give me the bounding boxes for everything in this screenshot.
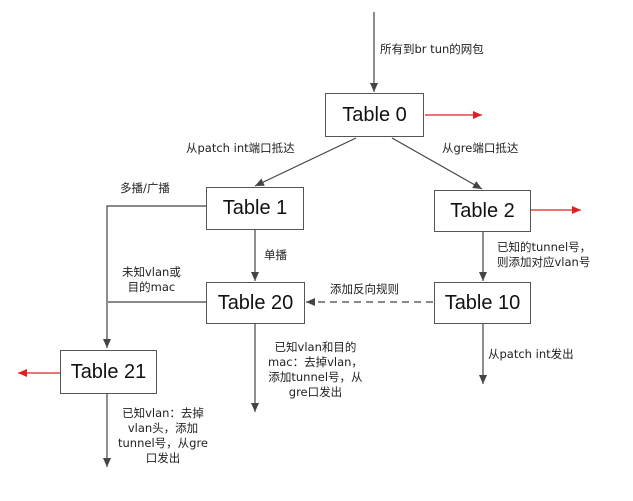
t0-to-t1-arrow: [254, 137, 357, 187]
table-2-box: Table 2: [434, 190, 531, 232]
known-vlan-line-3: tunnel号，从gre: [118, 436, 208, 450]
unknown-vlan-mac-line-1: 未知vlan或: [122, 265, 181, 279]
unknown-vlan-mac-label: 未知vlan或 目的mac: [122, 265, 181, 295]
table-0-label: Table 0: [342, 103, 407, 126]
table-1-label: Table 1: [222, 197, 288, 219]
known-tunnel-label: 已知的tunnel号， 则添加对应vlan号: [497, 240, 591, 270]
known-vlan-line-4: 口发出: [145, 451, 181, 465]
known-vlan-line-1: 已知vlan：去掉: [122, 406, 204, 420]
known-vlan-mac-line-1: 已知vlan和目的: [274, 340, 357, 354]
t1-to-t21-arrow: [103, 205, 206, 348]
unknown-vlan-mac-line-2: 目的mac: [127, 280, 176, 294]
known-tunnel-line-1: 已知的tunnel号，: [497, 240, 592, 254]
multicast-label: 多播/广播: [120, 181, 170, 195]
known-vlan-label: 已知vlan：去掉 vlan头，添加 tunnel号，从gre 口发出: [118, 406, 208, 466]
known-vlan-mac-line-4: gre口发出: [288, 385, 343, 399]
table-20-box: Table 20: [206, 282, 305, 324]
entry-label: 所有到br tun的网包: [380, 42, 484, 56]
known-tunnel-line-2: 则添加对应vlan号: [497, 255, 591, 269]
table-21-box: Table 21: [60, 350, 157, 394]
table-2-label: Table 2: [450, 199, 515, 222]
table-10-label: Table 10: [444, 291, 521, 314]
table-21-label: Table 21: [70, 360, 147, 383]
known-vlan-mac-line-3: 添加tunnel号，从: [268, 370, 363, 384]
unicast-label: 单播: [264, 248, 287, 262]
from-gre-label: 从gre端口抵达: [442, 141, 519, 155]
table-10-box: Table 10: [434, 282, 531, 324]
add-reverse-rule-label: 添加反向规则: [330, 282, 399, 296]
known-vlan-mac-line-2: mac：去掉vlan，: [268, 355, 363, 369]
from-patch-label: 从patch int端口抵达: [186, 141, 295, 155]
known-vlan-mac-label: 已知vlan和目的 mac：去掉vlan， 添加tunnel号，从 gre口发出: [268, 340, 363, 400]
table-20-label: Table 20: [217, 291, 294, 314]
send-patch-int-label: 从patch int发出: [488, 347, 574, 361]
table-0-box: Table 0: [325, 93, 424, 137]
known-vlan-line-2: vlan头，添加: [127, 421, 199, 435]
t0-to-t2-arrow: [391, 137, 483, 190]
table-1-box: Table 1: [206, 187, 304, 230]
